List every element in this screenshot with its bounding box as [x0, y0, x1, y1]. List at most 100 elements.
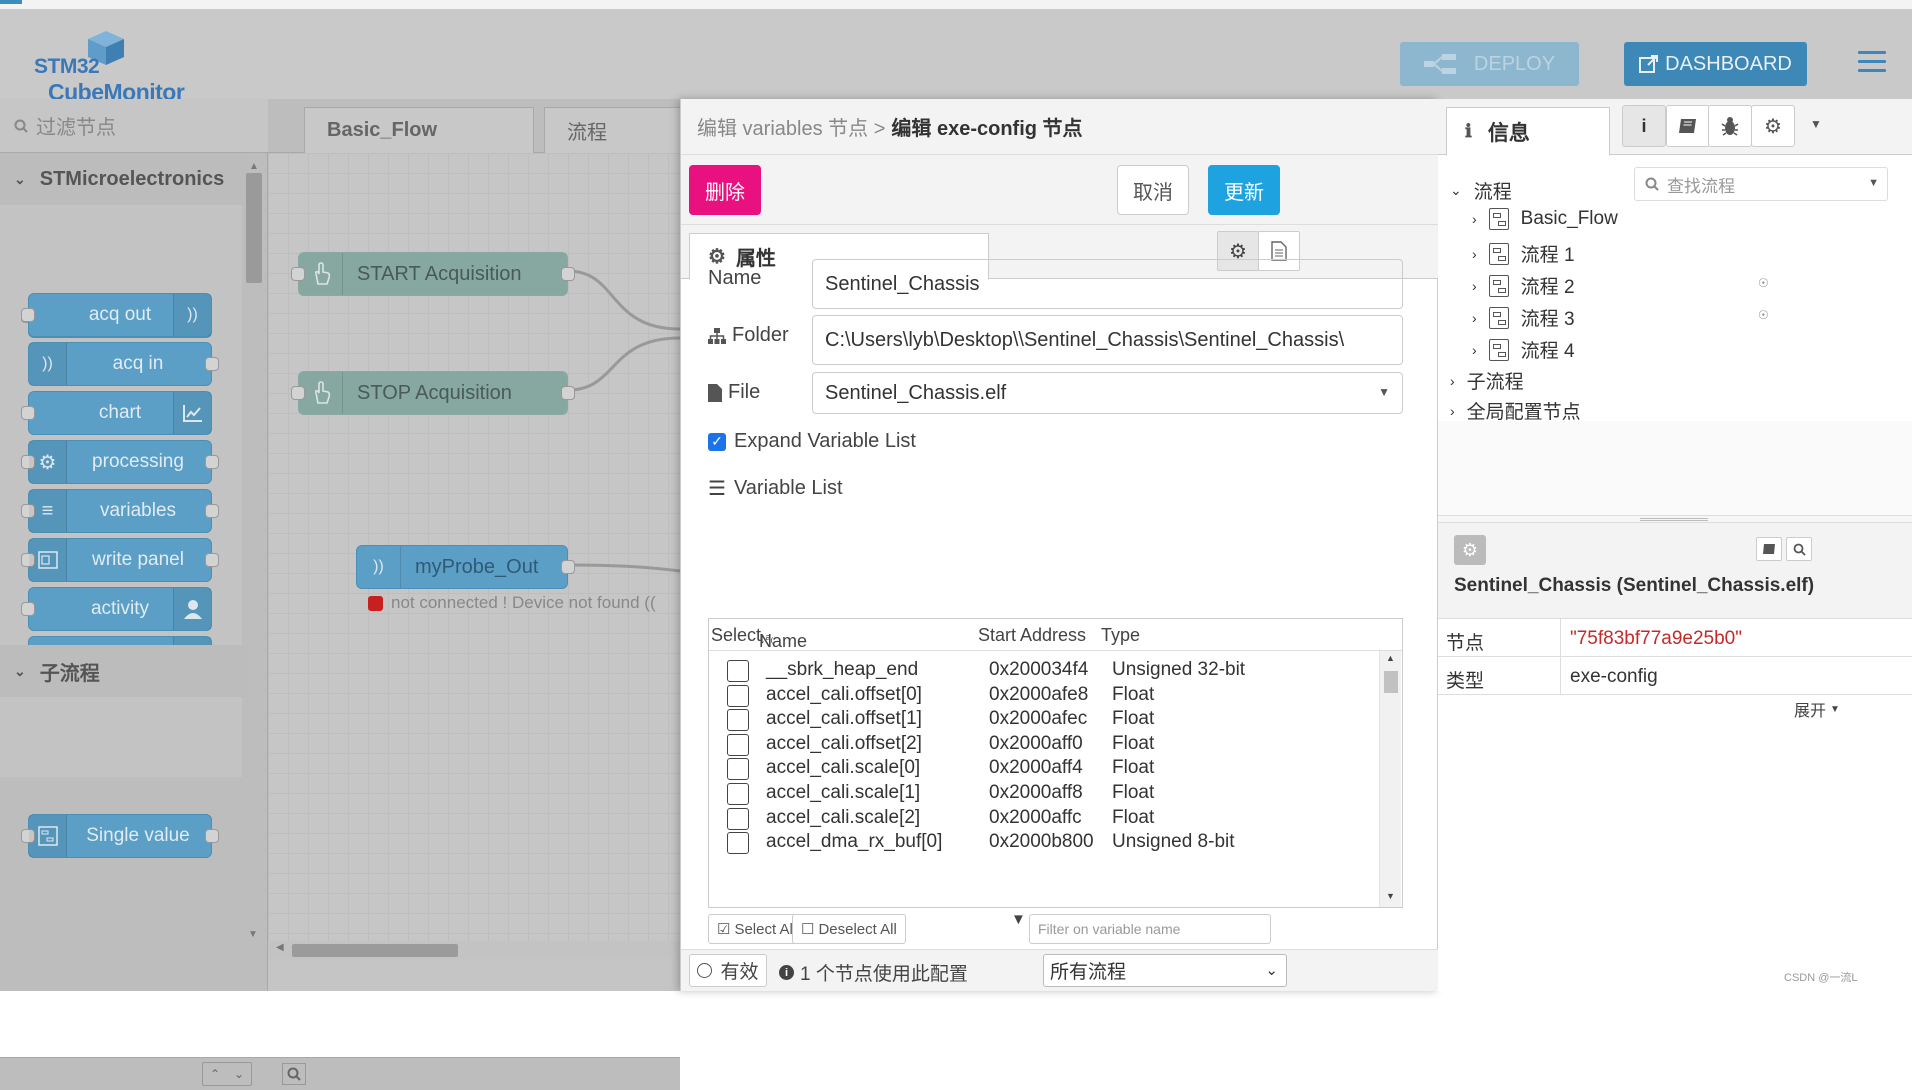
config-tab-button[interactable]: ⚙ [1751, 105, 1795, 147]
variable-name: accel_dma_rx_buf[0] [766, 831, 943, 853]
row-select-checkbox[interactable] [727, 832, 749, 855]
input-port [21, 602, 35, 616]
select-all-button[interactable]: ☑Select All [708, 914, 806, 944]
breadcrumb-parent[interactable]: 编辑 variables 节点 > [697, 118, 886, 140]
row-select-checkbox[interactable] [727, 807, 749, 830]
delete-button[interactable]: 删除 [689, 165, 761, 215]
tree-flow-4[interactable]: ›流程 4 [1472, 336, 1575, 363]
palette-node-write-panel[interactable]: write panel [21, 538, 219, 582]
tree-global-config[interactable]: ›全局配置节点 [1450, 402, 1581, 423]
settings-tab-button[interactable]: ⚙ [1217, 231, 1259, 271]
row-select-checkbox[interactable] [727, 709, 749, 732]
sidebar-splitter[interactable] [1438, 515, 1912, 523]
file-select[interactable]: Sentinel_Chassis.elf ▼ [812, 372, 1403, 414]
caret-down-icon[interactable]: ▼ [1810, 117, 1822, 131]
search-icon[interactable] [282, 1063, 306, 1085]
cancel-button[interactable]: 取消 [1117, 165, 1189, 215]
tree-flow-basic[interactable]: ›Basic_Flow [1472, 208, 1618, 230]
palette-node-acq-out[interactable]: acq out )) [21, 293, 212, 337]
tab-info[interactable]: ℹ 信息 [1446, 107, 1610, 156]
tree-flow-3[interactable]: ›流程 3 [1472, 304, 1575, 331]
expand-checkbox[interactable]: ✓ [708, 432, 726, 451]
folder-input[interactable]: C:\Users\lyb\Desktop\\Sentinel_Chassis\S… [812, 315, 1403, 365]
variable-table-scrollbar[interactable]: ▲ ▼ [1379, 651, 1401, 907]
tab-flow[interactable]: 流程 [544, 107, 684, 153]
palette-node-single-value[interactable]: Single value [21, 814, 219, 858]
name-input[interactable]: Sentinel_Chassis [812, 259, 1403, 309]
palette-node-activity[interactable]: activity [21, 587, 212, 631]
tree-root-flows[interactable]: ⌄流程 [1450, 182, 1512, 203]
search-icon [1645, 177, 1659, 191]
flow-search-input[interactable]: 查找流程 ▼ [1634, 167, 1888, 201]
collapse-expand-buttons[interactable]: ⌃⌄ [202, 1062, 252, 1086]
node-myprobe-out[interactable]: )) myProbe_Out [356, 545, 575, 589]
hamburger-menu-icon[interactable] [1858, 51, 1886, 75]
deploy-button[interactable]: DEPLOY [1400, 42, 1579, 86]
row-select-checkbox[interactable] [727, 733, 749, 756]
info-tab-button[interactable]: i [1622, 105, 1666, 147]
window-top-strip [0, 0, 1912, 9]
square-icon: ☐ [801, 921, 815, 938]
gear-icon: ⚙ [708, 246, 726, 268]
palette-node-variables[interactable]: ≡ variables [21, 489, 219, 533]
tab-basic-flow[interactable]: Basic_Flow [304, 107, 534, 153]
variable-type: Float [1112, 732, 1155, 754]
caret-down-icon: ▼ [1868, 177, 1879, 189]
palette-node-chart[interactable]: chart [21, 391, 212, 435]
expand-link[interactable]: 展开▼ [1794, 703, 1840, 720]
search-icon[interactable] [1786, 537, 1812, 561]
node-stop-acquisition[interactable]: STOP Acquisition [291, 371, 575, 415]
palette-filter-input[interactable]: 过滤节点 [0, 99, 268, 153]
row-select-checkbox[interactable] [727, 783, 749, 805]
scope-select[interactable]: 所有流程 ⌄ [1043, 954, 1287, 987]
edit-toolbar: 删除 取消 更新 [681, 155, 1439, 225]
description-tab-button[interactable] [1258, 231, 1300, 271]
chevron-right-icon: › [1472, 211, 1477, 227]
variable-filter-input[interactable]: Filter on variable name [1029, 914, 1271, 944]
input-port [291, 386, 305, 400]
eye-slash-icon[interactable]: ☉ [1758, 308, 1769, 322]
output-port [561, 267, 575, 281]
workspace-hscrollbar[interactable]: ◀ [268, 941, 680, 959]
tree-flow-1[interactable]: ›流程 1 [1472, 240, 1575, 267]
debug-tab-button[interactable] [1708, 105, 1752, 147]
chevron-right-icon: › [1450, 372, 1455, 389]
category-subflow[interactable]: ⌄ 子流程 [0, 645, 248, 697]
tab-properties[interactable]: ⚙ 属性 [689, 233, 989, 280]
info-circle-icon: i [779, 965, 794, 980]
node-start-acquisition[interactable]: START Acquisition [291, 252, 575, 296]
tree-subflows[interactable]: ›子流程 [1450, 372, 1524, 393]
eye-slash-icon[interactable]: ☉ [1758, 276, 1769, 290]
gear-icon: ⚙ [1764, 115, 1782, 138]
help-tab-button[interactable] [1666, 105, 1710, 147]
row-select-checkbox[interactable] [727, 684, 749, 707]
workspace-canvas[interactable]: START Acquisition STOP Acquisition )) my… [268, 153, 680, 941]
palette-scrollbar[interactable]: ▲ ▼ [244, 161, 266, 941]
dashboard-button[interactable]: DASHBOARD [1624, 42, 1807, 86]
variable-address: 0x2000affc [989, 806, 1082, 828]
row-select-checkbox[interactable] [727, 660, 749, 682]
file-label: File [708, 381, 760, 404]
chevron-right-icon: › [1472, 341, 1477, 358]
update-button[interactable]: 更新 [1208, 165, 1280, 215]
filter-icon: ▼ [1011, 911, 1026, 928]
variable-list-label: ☰ Variable List [708, 477, 843, 500]
enabled-toggle[interactable]: 有效 [689, 954, 767, 987]
deselect-all-button[interactable]: ☐Deselect All [792, 914, 906, 944]
gear-icon: ⚙ [1229, 240, 1247, 263]
book-icon[interactable] [1756, 537, 1782, 561]
category-stmicroelectronics[interactable]: ⌄ STMicroelectronics [0, 153, 248, 205]
tree-flow-2[interactable]: ›流程 2 [1472, 272, 1575, 299]
palette-node-processing[interactable]: ⚙ processing [21, 440, 219, 484]
row-select-checkbox[interactable] [727, 758, 749, 781]
chevron-down-icon: ⌄ [1450, 182, 1462, 198]
palette-node-acq-in[interactable]: )) acq in [28, 342, 219, 386]
